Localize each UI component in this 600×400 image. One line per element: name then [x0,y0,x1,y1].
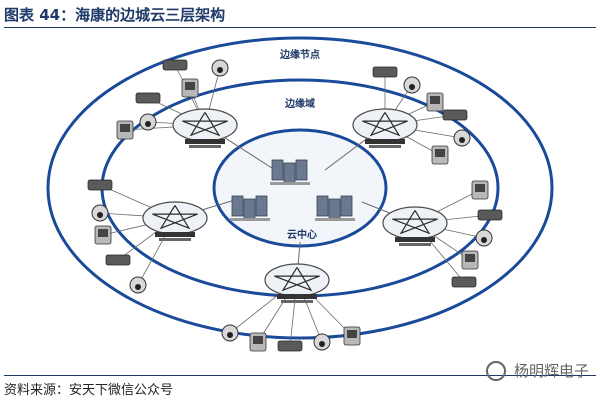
hub-4 [382,206,448,240]
bullet-camera-icon [162,59,188,71]
server-unit [255,195,268,217]
dome-camera-lens [459,137,465,143]
outer-ring [46,36,554,340]
hub-switch-3 [155,232,195,237]
wechat-icon [486,360,506,381]
hub-base-1 [189,145,221,148]
dome-camera-lens [135,284,141,290]
dome-camera-lens [481,237,487,243]
hub-base-3 [159,238,191,241]
hub-switch-5 [277,294,317,299]
bullet-camera-icon [451,276,477,288]
cloud-servers [230,159,355,221]
server-base-2 [230,218,270,221]
device-box-screen [430,96,440,104]
device-box-screen [98,229,108,237]
device-box-screen [253,336,263,344]
dome-camera-lens [97,212,103,218]
edge-devices [87,59,503,352]
cloud-center-label: 云中心 [287,228,317,241]
hub-base-2 [369,145,401,148]
dome-camera-lens [145,121,151,127]
bullet-camera-icon [372,66,398,78]
footer-divider [4,375,596,376]
device-box-screen [465,254,475,262]
hub-switch-2 [365,139,405,144]
hub-star-1 [182,112,228,137]
server-unit [243,198,256,220]
device-box-screen [435,149,445,157]
hub-base-5 [281,300,313,303]
bullet-camera-icon [277,340,303,352]
bullet-camera-icon [442,109,468,121]
server-unit [328,198,341,220]
edge-domain-label: 边缘域 [284,97,315,110]
server-unit [316,195,329,217]
server-base-1 [270,182,310,185]
hub-5 [264,263,330,297]
figure-title: 图表 44：海康的边城云三层架构 [4,6,226,24]
hub-star-4 [392,210,438,235]
source-note: 资料来源：安天下微信公众号 [4,383,174,398]
hub-switch-4 [395,237,435,242]
dome-camera-lens [319,341,325,347]
server-unit [231,195,244,217]
device-box-screen [185,82,195,90]
architecture-diagram: 边缘节点 边缘域 云中心 [46,36,554,352]
hub-switch-1 [185,139,225,144]
dome-camera-lens [217,67,223,73]
dome-camera-lens [409,84,415,90]
bullet-camera-icon [135,92,161,104]
dome-camera-lens [227,332,233,338]
server-base-3 [315,218,355,221]
hub-2 [352,108,418,142]
device-box-screen [347,330,357,338]
hub-star-3 [152,205,198,230]
watermark-text: 杨明辉电子 [514,362,590,380]
edge-node-label: 边缘节点 [279,48,320,61]
title-divider [4,27,596,28]
network-hubs [142,108,448,303]
device-box-screen [475,184,485,192]
server-unit [283,162,296,184]
bullet-camera-icon [87,179,113,191]
server-unit [340,195,353,217]
server-unit [271,159,284,181]
hub-base-4 [399,243,431,246]
device-box-screen [120,124,130,132]
bullet-camera-icon [105,254,131,266]
hub-star-5 [274,267,320,292]
hub-1 [172,108,238,142]
server-unit [295,159,308,181]
hub-star-2 [362,112,408,137]
watermark: 杨明辉电子 [486,360,589,381]
hub-3 [142,201,208,235]
bullet-camera-icon [477,209,503,221]
